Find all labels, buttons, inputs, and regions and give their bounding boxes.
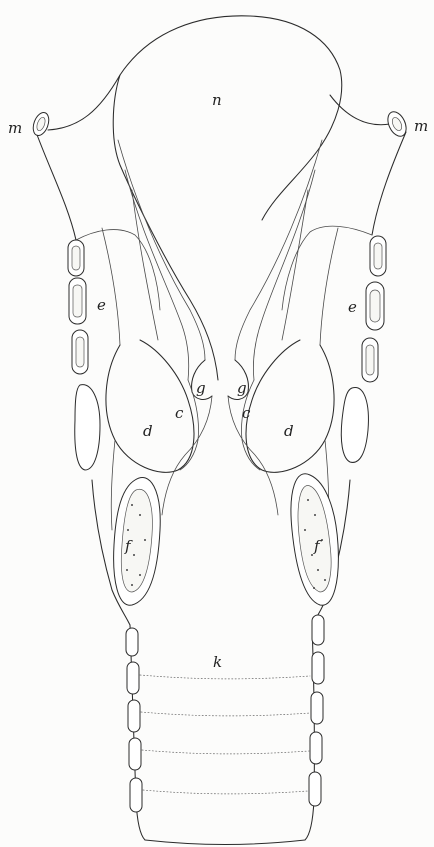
trachea-right-rings (309, 615, 324, 806)
trachea-ring-line-4 (143, 790, 308, 794)
label-d-right: d (284, 422, 294, 440)
left-center-descend (162, 396, 212, 515)
trachea-left-rings (126, 628, 142, 812)
left-fold-3 (132, 190, 158, 340)
label-g-right: g (237, 379, 247, 397)
epiglottis-outline (120, 16, 342, 220)
right-wing-lower (372, 132, 406, 235)
label-e-right: e (348, 298, 357, 316)
right-e-cartilage-chain (341, 236, 386, 462)
right-fold-3 (282, 190, 308, 340)
left-wing-lower (36, 132, 76, 240)
left-lower-inner (111, 440, 115, 530)
right-center-descend (228, 396, 278, 515)
label-m-left: m (8, 119, 22, 137)
label-k: k (213, 653, 222, 671)
left-wing-inner (76, 230, 160, 310)
label-n: n (212, 91, 222, 109)
label-c-right: c (242, 404, 251, 422)
label-c-left: c (175, 404, 184, 422)
trachea-ring-line-2 (141, 712, 310, 716)
right-fold-1 (235, 140, 322, 360)
label-d-left: d (143, 422, 153, 440)
left-fold-4 (102, 228, 120, 345)
trachea-bottom (145, 840, 305, 845)
right-d-ventricle (246, 340, 334, 472)
right-fold-4 (320, 228, 338, 345)
trachea-ring-line-3 (142, 750, 309, 754)
label-m-right: m (414, 117, 428, 135)
label-e-left: e (97, 296, 106, 314)
label-g-left: g (196, 379, 206, 397)
left-wing-upper (48, 75, 120, 130)
trachea-ring-line-1 (140, 675, 310, 679)
left-e-cartilage-chain (68, 240, 100, 470)
epiglottis-left-side (113, 75, 218, 380)
right-wing-upper (330, 95, 390, 125)
left-fold-2 (125, 170, 189, 380)
